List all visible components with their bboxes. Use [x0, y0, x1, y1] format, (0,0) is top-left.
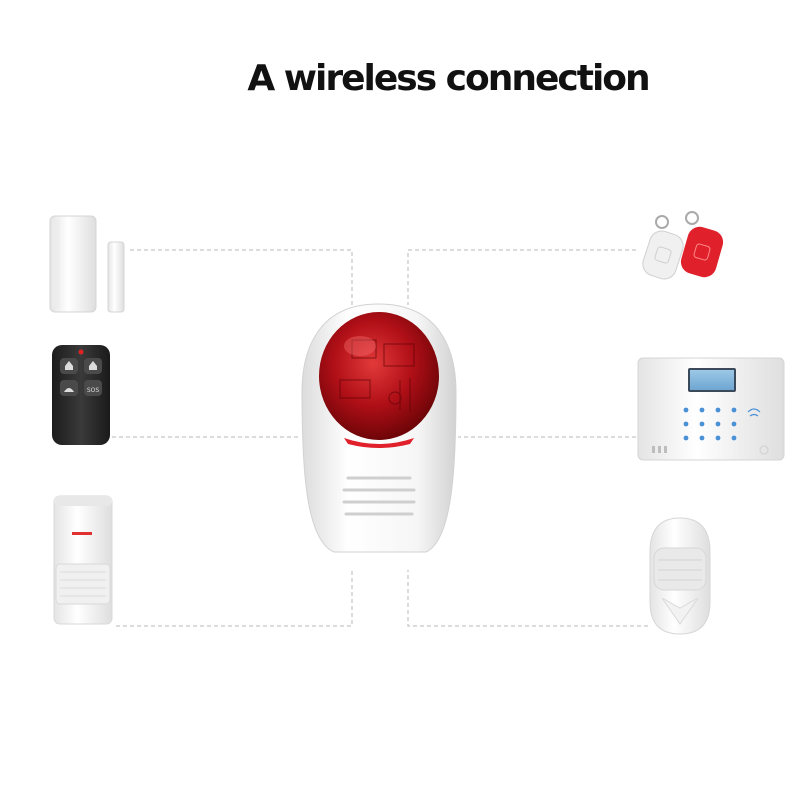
key-fob-remote-icon: SOS	[52, 345, 110, 445]
remote-sos-label: SOS	[87, 387, 100, 394]
connector-pet-pir	[407, 570, 648, 627]
connector-door-sensor	[130, 249, 353, 305]
diagram-title: A wireless connection	[247, 58, 650, 99]
strobe-siren-icon	[301, 303, 457, 553]
connector-lines	[112, 249, 648, 627]
keypad-panel-icon	[637, 357, 785, 461]
connector-pir	[116, 570, 353, 627]
motion-sensor-icon	[649, 517, 711, 635]
connector-tags	[407, 249, 636, 305]
title-area: A wireless connection	[0, 0, 800, 120]
door-contact-sensor-icon	[49, 215, 125, 313]
rfid-tag-icon	[642, 211, 724, 280]
motion-detector-icon	[53, 495, 113, 625]
